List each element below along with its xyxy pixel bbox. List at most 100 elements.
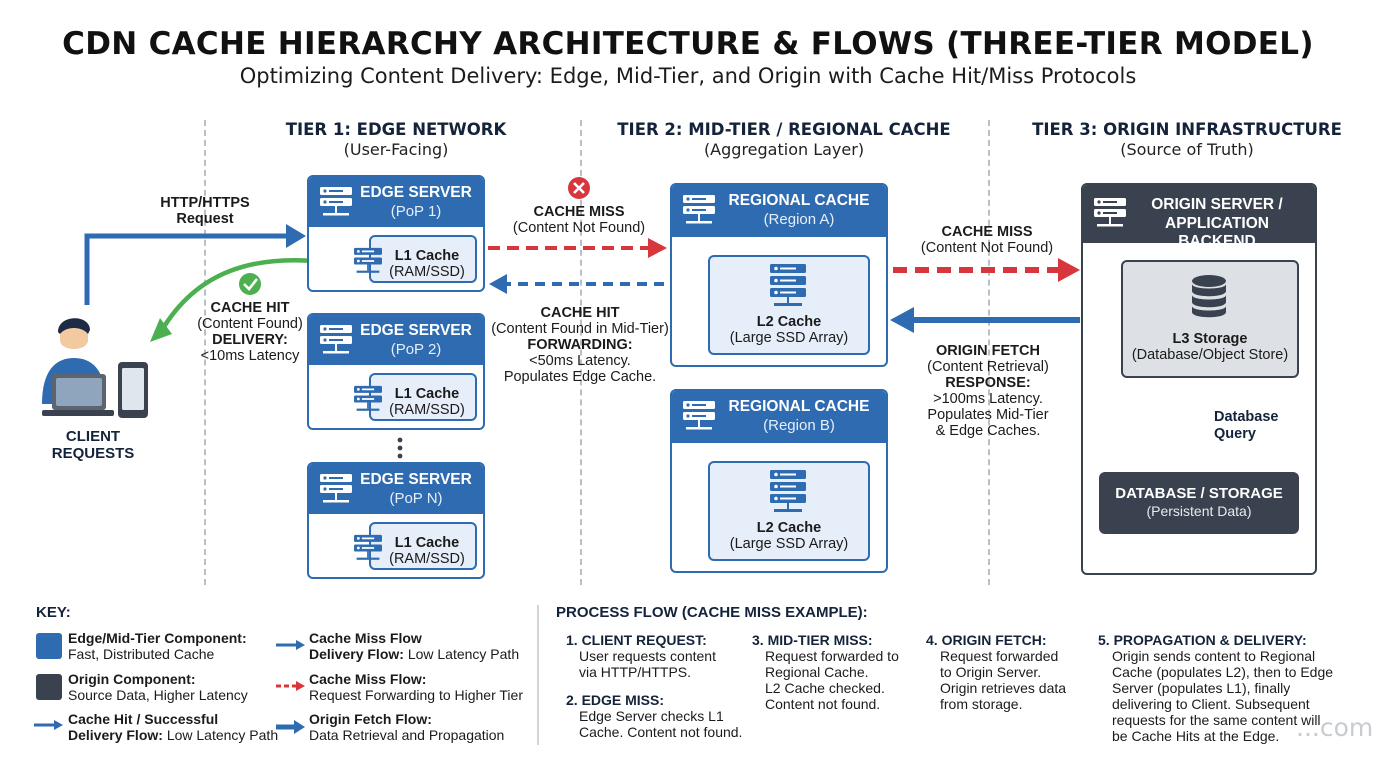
- edge-server-pop-1[interactable]: EDGE SERVER (PoP 1) L1 Cache (RAM/SSD): [307, 175, 485, 292]
- step-line: requests for the same content will: [1112, 712, 1321, 728]
- key-swatch-blue: [36, 633, 62, 659]
- server-icon: [353, 534, 383, 562]
- origin-fetch-arrowhead: [890, 307, 914, 333]
- key-miss-dashed-arrow-icon: [276, 681, 305, 691]
- server-icon: [319, 324, 353, 356]
- regional-cache-header: REGIONAL CACHE (Region B): [672, 391, 886, 443]
- origin-server-header: ORIGIN SERVER / APPLICATION BACKEND: [1083, 185, 1315, 250]
- mid-miss-arrowhead: [1058, 258, 1080, 282]
- database-storage[interactable]: DATABASE / STORAGE (Persistent Data): [1099, 472, 1299, 534]
- l2-cache-label: L2 Cache (Large SSD Array): [708, 520, 870, 552]
- edge-hit-line2: (Content Found): [197, 316, 303, 332]
- step-line: Request forwarded to: [765, 648, 899, 664]
- l2-cache-sub: (Large SSD Array): [729, 330, 849, 346]
- key-item-bold: Cache Hit / Successful: [68, 711, 219, 727]
- step-title: 5. PROPAGATION & DELIVERY:: [1098, 632, 1307, 648]
- process-step-3: 3. MID-TIER MISS: Request forwarded to R…: [752, 632, 922, 712]
- edge-server-pop-2[interactable]: EDGE SERVER (PoP 2) L1 Cache (RAM/SSD): [307, 313, 485, 430]
- edge-server-sub: (PoP N): [389, 490, 443, 507]
- tier-3-heading: TIER 3: ORIGIN INFRASTRUCTURE: [1032, 120, 1342, 139]
- edge-miss-label: CACHE MISS (Content Not Found): [500, 204, 658, 236]
- server-icon: [682, 194, 716, 226]
- step-title: 2. EDGE MISS:: [566, 692, 665, 708]
- l1-cache-title: L1 Cache: [394, 535, 460, 551]
- key-item-component: Edge/Mid-Tier Component: Fast, Distribut…: [68, 630, 247, 662]
- edge-hit-line3: DELIVERY:: [212, 332, 288, 348]
- l1-cache: [369, 522, 477, 570]
- http-request-line1: HTTP/HTTPS: [160, 195, 250, 211]
- tier-separator: [988, 120, 990, 585]
- process-step-4: 4. ORIGIN FETCH: Request forwarded to Or…: [926, 632, 1094, 712]
- regional-cache-region-b[interactable]: REGIONAL CACHE (Region B) L2 Cache (Larg…: [670, 389, 888, 573]
- edge-server-header: EDGE SERVER (PoP 2): [309, 315, 483, 365]
- step-line: Origin sends content to Regional: [1112, 648, 1316, 664]
- tier-3-subheading: (Source of Truth): [1120, 140, 1254, 159]
- http-request-arrow: [84, 233, 288, 305]
- server-icon: [682, 400, 716, 432]
- key-item-text: Source Data, Higher Latency: [68, 687, 248, 703]
- tier-2-heading: TIER 2: MID-TIER / REGIONAL CACHE: [617, 120, 951, 139]
- step-line: Cache (populates L2), then to Edge: [1112, 664, 1334, 680]
- edge-hit-label: CACHE HIT (Content Found) DELIVERY: <10m…: [188, 300, 312, 364]
- client-label: CLIENT REQUESTS: [30, 428, 156, 462]
- mid-hit-line1: CACHE HIT: [540, 305, 620, 321]
- origin-title-line2: APPLICATION BACKEND: [1165, 215, 1269, 250]
- more-dots: [397, 437, 403, 443]
- key-item-origin-fetch: Origin Fetch Flow: Data Retrieval and Pr…: [309, 711, 504, 743]
- step-line: Origin retrieves data: [940, 680, 1067, 696]
- key-hit-arrow-icon: [34, 720, 63, 730]
- key-item-bold2: Delivery Flow:: [68, 727, 163, 743]
- process-step-5: 5. PROPAGATION & DELIVERY: Origin sends …: [1098, 632, 1368, 744]
- key-item-text: Low Latency Path: [407, 646, 520, 662]
- mid-hit-line5: Populates Edge Cache.: [503, 369, 657, 385]
- step-line: Cache. Content not found.: [579, 724, 743, 740]
- db-query-line2: Query: [1214, 426, 1256, 442]
- key-item-bold: Cache Miss Flow:: [309, 671, 427, 687]
- edge-server-pop-n[interactable]: EDGE SERVER (PoP N) L1 Cache (RAM/SSD): [307, 462, 485, 579]
- regional-cache-region-a[interactable]: REGIONAL CACHE (Region A) L2 Cache (Larg…: [670, 183, 888, 367]
- step-line: via HTTP/HTTPS.: [579, 664, 692, 680]
- check-icon: [239, 273, 261, 295]
- client-label-line2: REQUESTS: [51, 445, 135, 462]
- key-item-bold: Origin Component:: [68, 671, 196, 687]
- step-line: from storage.: [940, 696, 1023, 712]
- step-line: Edge Server checks L1: [579, 708, 724, 724]
- mid-hit-line4: <50ms Latency.: [529, 353, 631, 369]
- step-line: Request forwarded: [940, 648, 1059, 664]
- key-item-miss: Cache Miss Flow: Request Forwarding to H…: [309, 671, 523, 703]
- key-origin-fetch-arrow-icon: [276, 720, 305, 734]
- process-step-1: 1. CLIENT REQUEST: User requests content…: [566, 632, 742, 680]
- db-query-line1: Database: [1214, 409, 1279, 425]
- l1-cache-label: L1 Cache (RAM/SSD): [385, 535, 469, 567]
- key-item-text: Fast, Distributed Cache: [68, 646, 215, 662]
- edge-server-sub: (PoP 2): [390, 341, 442, 358]
- key-item-bold: Origin Fetch Flow:: [309, 711, 432, 727]
- mid-tier-hit-arrowhead: [489, 274, 507, 294]
- key-item-bold2: Delivery Flow:: [309, 646, 404, 662]
- key-item-text: Data Retrieval and Propagation: [309, 727, 505, 743]
- step-line: delivering to Client. Subsequent: [1112, 696, 1310, 712]
- l2-cache-sub: (Large SSD Array): [729, 536, 849, 552]
- mid-hit-line2: (Content Found in Mid-Tier): [491, 321, 669, 337]
- l2-cache-title: L2 Cache: [756, 314, 822, 330]
- tier-2-subheading: (Aggregation Layer): [703, 140, 865, 159]
- step-title: 3. MID-TIER MISS:: [752, 632, 873, 648]
- mid-hit-line3: FORWARDING:: [527, 337, 633, 353]
- flow-arrows: [84, 177, 1213, 470]
- server-icon: [1093, 197, 1127, 229]
- client-label-line1: CLIENT: [65, 428, 121, 445]
- page-subtitle: Optimizing Content Delivery: Edge, Mid-T…: [239, 64, 1137, 88]
- step-line: Regional Cache.: [765, 664, 869, 680]
- l1-cache-title: L1 Cache: [394, 386, 460, 402]
- origin-fetch-line6: & Edge Caches.: [935, 423, 1041, 439]
- mid-miss-label: CACHE MISS (Content Not Found): [908, 224, 1066, 256]
- tier-2-header: TIER 2: MID-TIER / REGIONAL CACHE (Aggre…: [604, 120, 964, 160]
- client-icon: [42, 318, 148, 418]
- origin-fetch-line4: >100ms Latency.: [933, 391, 1043, 407]
- l3-storage-title: L3 Storage: [1172, 331, 1248, 347]
- server-stack-icon: [768, 469, 808, 515]
- watermark: ...com: [1296, 713, 1374, 742]
- edge-hit-line1: CACHE HIT: [210, 300, 290, 316]
- edge-server-title: EDGE SERVER: [360, 184, 472, 201]
- tier-1-subheading: (User-Facing): [343, 140, 449, 159]
